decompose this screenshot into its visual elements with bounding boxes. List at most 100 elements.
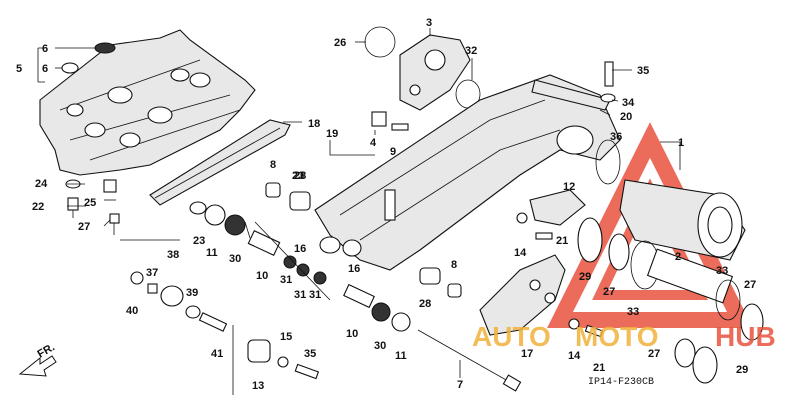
label-23a: 23 — [193, 235, 205, 247]
label-4: 4 — [370, 137, 377, 149]
label-20: 20 — [620, 111, 632, 123]
bolt-35-top — [604, 61, 614, 87]
label-31c: 31 — [309, 289, 321, 301]
label-33b: 33 — [627, 306, 639, 318]
bearing-31c — [313, 271, 327, 285]
bearing-27-bottom — [674, 338, 696, 368]
label-26: 26 — [334, 37, 346, 49]
label-37: 37 — [146, 267, 158, 279]
bolt-35-bottom — [294, 363, 320, 380]
label-28a: 28 — [294, 170, 306, 182]
spacer-10-bottom — [343, 283, 375, 309]
bushing-28-top — [289, 191, 311, 211]
oring-36 — [595, 139, 621, 185]
watermark-text-auto: AUTO — [472, 321, 551, 352]
label-14b: 14 — [568, 350, 581, 362]
washer-34 — [600, 93, 616, 103]
label-7: 7 — [457, 379, 463, 391]
label-25: 25 — [84, 197, 96, 209]
label-21a: 21 — [556, 235, 568, 247]
label-1: 1 — [678, 137, 684, 149]
bolt-41 — [198, 312, 228, 332]
mudguard-bracket — [529, 189, 586, 226]
label-35b: 35 — [304, 348, 316, 360]
bearing-31a — [283, 255, 297, 269]
bearing-31b — [296, 263, 310, 277]
label-23b: 23 — [292, 170, 304, 182]
front-arrow-icon — [18, 355, 57, 377]
label-11b: 11 — [395, 350, 407, 362]
label-17: 17 — [521, 348, 533, 360]
bolt-21-bottom — [584, 324, 604, 338]
label-6b: 6 — [42, 63, 48, 75]
bolt-9 — [391, 123, 409, 131]
eccentric-hub — [619, 179, 746, 261]
rubber-grommet-6b — [61, 62, 79, 74]
label-29a: 29 — [579, 271, 591, 283]
label-30a: 30 — [229, 253, 241, 265]
seal-29-top — [577, 217, 603, 263]
label-40: 40 — [126, 305, 138, 317]
oring-33-right — [715, 279, 741, 321]
chain-slider — [149, 119, 291, 206]
label-19: 19 — [326, 128, 338, 140]
label-14a: 14 — [514, 247, 527, 259]
watermark-text: AUTO MOTO HUB — [472, 321, 776, 352]
label-2: 2 — [675, 251, 681, 263]
label-10a: 10 — [256, 270, 268, 282]
collar-23 — [189, 201, 207, 215]
bearing-27-right — [740, 303, 764, 341]
label-15: 15 — [280, 331, 292, 343]
bolt-22 — [67, 197, 79, 218]
label-31a: 31 — [280, 274, 292, 286]
rubber-grommet-6a — [94, 42, 116, 54]
collar-13 — [247, 339, 271, 363]
collar-8-top — [265, 182, 281, 198]
bolt-27-left — [109, 213, 120, 235]
label-16a: 16 — [294, 243, 306, 255]
label-3: 3 — [426, 17, 432, 29]
leader-lines — [37, 28, 681, 395]
label-38: 38 — [167, 249, 179, 261]
label-21b: 21 — [593, 362, 605, 374]
bolt-14-bottom — [568, 318, 580, 330]
part-labels: 1 2 3 4 5 6 6 7 8 8 9 10 10 11 11 12 13 … — [16, 17, 756, 392]
label-27b: 27 — [603, 286, 615, 298]
collar-25 — [103, 179, 117, 193]
bolt-14-top — [516, 212, 528, 224]
label-36: 36 — [610, 131, 622, 143]
label-5: 5 — [16, 63, 22, 75]
watermark-text-hub: HUB — [715, 321, 776, 352]
bushing-28-bottom — [419, 267, 441, 285]
axle-sleeve-2 — [646, 248, 734, 304]
collar-37 — [147, 283, 158, 294]
seal-16-left — [319, 236, 341, 254]
caliper-bracket — [399, 34, 471, 111]
chain-slider-cover — [39, 29, 256, 176]
collar-4 — [371, 111, 387, 127]
label-22: 22 — [32, 201, 44, 213]
label-27d: 27 — [648, 348, 660, 360]
spacer-10-top — [247, 230, 281, 256]
collar-8-bottom — [447, 283, 462, 298]
label-13: 13 — [252, 380, 264, 392]
label-34: 34 — [622, 97, 635, 109]
label-29b: 29 — [736, 364, 748, 376]
chain-adjuster — [531, 79, 611, 111]
label-8a: 8 — [270, 159, 276, 171]
chain-guide — [479, 254, 566, 336]
label-41: 41 — [211, 348, 223, 360]
label-6a: 6 — [42, 43, 48, 55]
label-27c: 27 — [744, 279, 756, 291]
watermark-text-moto: MOTO — [575, 321, 658, 352]
label-11a: 11 — [206, 247, 218, 259]
front-direction-indicator: FR. — [18, 341, 57, 377]
seal-16-right — [342, 239, 362, 257]
bearing-27-top — [608, 233, 630, 271]
pivot-bolt — [417, 329, 522, 392]
label-9: 9 — [390, 146, 396, 158]
bolt-21-top — [535, 232, 553, 240]
bearing-30-bottom — [371, 302, 391, 322]
